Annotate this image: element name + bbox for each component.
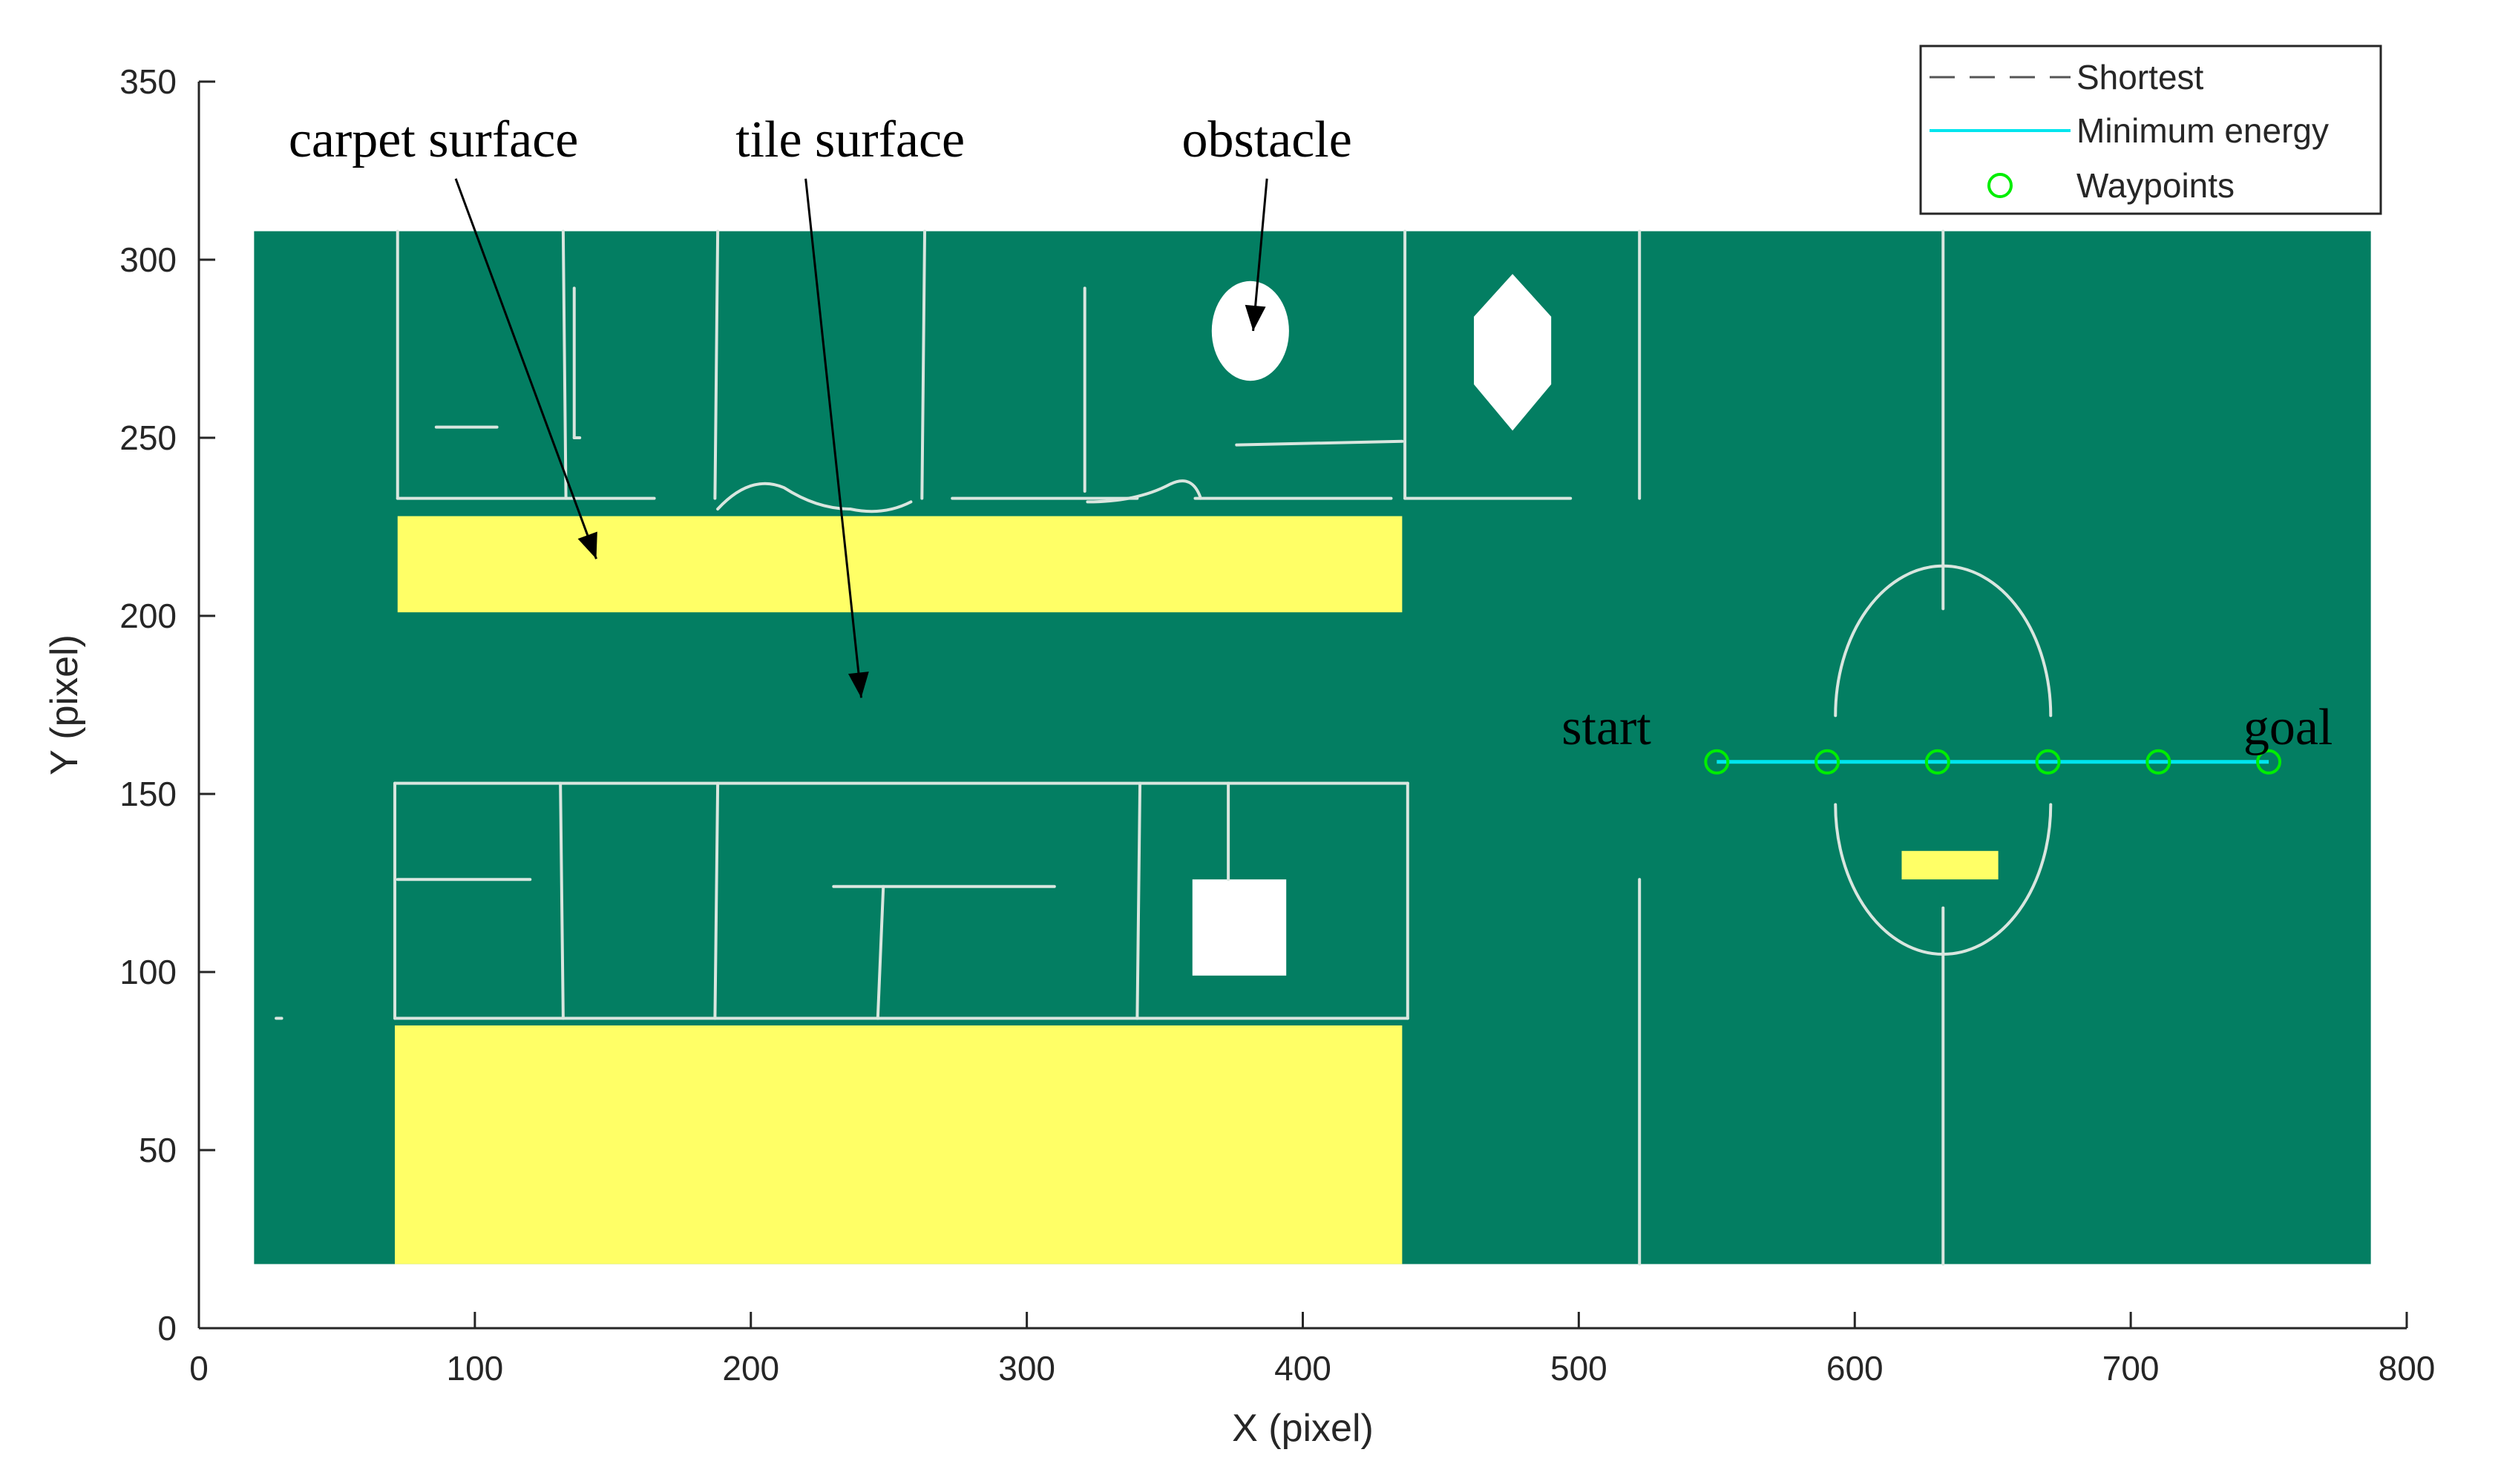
obstacle-shapes <box>1192 274 1552 976</box>
map-edge-line <box>713 229 720 500</box>
waypoint-marker <box>1815 749 1840 775</box>
y-tick-label: 100 <box>119 953 177 991</box>
y-tick-label: 0 <box>157 1309 177 1347</box>
path-series <box>1704 749 2282 775</box>
x-tick-label: 400 <box>1274 1349 1331 1388</box>
annotation-arrowhead <box>848 672 869 698</box>
center-circle-arc-upper <box>1834 565 2053 718</box>
map-edge-line <box>1135 781 1142 1020</box>
annotation-label: carpet surface <box>289 111 579 168</box>
annotation-arrowhead <box>577 531 597 559</box>
legend-label-waypoints: Waypoints <box>2076 166 2235 205</box>
axis-ticks: 0 100 200 300 400 500 600 700 800 0 50 100 150 200 250… <box>119 62 2435 1388</box>
y-tick-label: 250 <box>119 418 177 457</box>
y-tick-label: 300 <box>119 240 177 279</box>
y-tick-label: 150 <box>119 775 177 813</box>
annotation-arrow <box>804 178 862 698</box>
legend-label-shortest: Shortest <box>2076 58 2204 96</box>
waypoint-marker <box>2035 749 2061 775</box>
carpet-upper <box>397 516 1403 613</box>
waypoint-marker <box>1924 749 1950 775</box>
annotation-arrow <box>1252 178 1268 332</box>
y-tick-label: 200 <box>119 597 177 635</box>
waypoint-marker <box>2256 749 2282 775</box>
map-edge-line <box>713 781 720 1020</box>
x-tick-label: 600 <box>1826 1349 1884 1388</box>
map-edge-wave <box>716 482 913 513</box>
x-tick-label: 800 <box>2379 1349 2436 1388</box>
obstacle-ellipse <box>1211 280 1289 381</box>
annotation-arrowhead <box>1245 304 1266 331</box>
obstacle-square <box>1192 879 1287 976</box>
y-axis-label: Y (pixel) <box>43 634 86 775</box>
map-edge-line <box>1235 439 1404 447</box>
map-edge-line <box>559 781 565 1020</box>
annotation-label: tile surface <box>735 111 965 168</box>
y-tick-label: 350 <box>119 62 177 101</box>
figure-annotations: carpet surface tile surface obstacle start g… <box>289 111 2333 756</box>
x-tick-label: 100 <box>447 1349 504 1388</box>
x-tick-label: 500 <box>1550 1349 1607 1388</box>
annotation-arrow <box>454 178 597 559</box>
carpet-lower <box>395 1025 1403 1264</box>
x-tick-label: 300 <box>998 1349 1055 1388</box>
carpet-small <box>1901 850 1999 880</box>
map-edge-line <box>876 884 885 1020</box>
legend-waypoint-marker <box>1987 173 2013 198</box>
map-edge-lines <box>275 229 2053 1266</box>
map-edge-line <box>561 229 568 500</box>
carpet-regions <box>395 516 1999 1264</box>
center-circle-arc-lower <box>1834 803 2053 956</box>
waypoint-marker <box>1704 749 1730 775</box>
x-tick-label: 0 <box>189 1349 209 1388</box>
x-tick-label: 200 <box>722 1349 779 1388</box>
x-axis-label: X (pixel) <box>1232 1407 1374 1450</box>
obstacle-hexagon <box>1474 274 1552 431</box>
map-edge-line <box>920 229 927 500</box>
waypoint-marker <box>2145 749 2171 775</box>
legend-label-minimum-energy: Minimum energy <box>2076 111 2329 150</box>
annotation-label: start <box>1561 699 1651 756</box>
annotation-label: obstacle <box>1181 111 1351 168</box>
annotation-label: goal <box>2243 699 2333 756</box>
x-tick-label: 700 <box>2102 1349 2160 1388</box>
y-tick-label: 50 <box>139 1131 177 1169</box>
legend: Shortest Minimum energy Waypoints <box>1919 45 2382 215</box>
map-edge-wave <box>1086 479 1202 504</box>
